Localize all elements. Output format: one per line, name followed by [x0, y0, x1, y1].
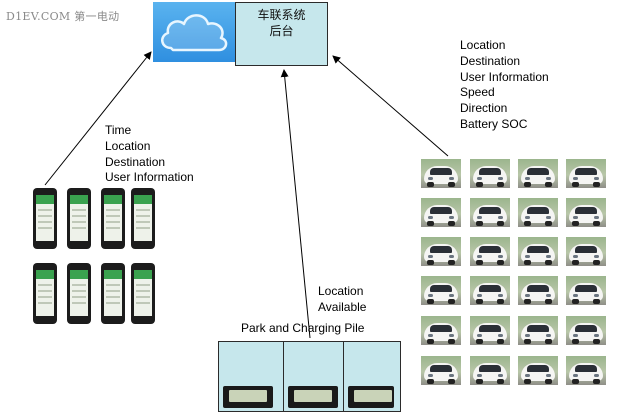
smartphone-icon	[33, 188, 57, 249]
charging-pile-cell	[344, 342, 400, 411]
car-icon	[421, 356, 461, 385]
charging-pile-cell	[284, 342, 343, 411]
car-icon	[470, 316, 510, 345]
car-icon	[518, 237, 558, 266]
cloud-image	[153, 2, 235, 62]
car-icon	[518, 159, 558, 188]
charging-pile-icon	[223, 386, 273, 408]
pile-label: Park and Charging Pile	[241, 321, 365, 335]
car-icon	[566, 316, 606, 345]
pile-info-location: Location	[318, 284, 364, 298]
smartphone-icon	[67, 263, 91, 324]
car-info-location: Location	[460, 38, 506, 52]
car-icon	[566, 356, 606, 385]
car-icon	[421, 237, 461, 266]
car-icon	[518, 198, 558, 227]
arrow-cars-to-server	[332, 55, 449, 157]
car-icon	[470, 237, 510, 266]
pile-info-list: Location Available	[318, 284, 366, 316]
car-icon	[518, 316, 558, 345]
car-info-direction: Direction	[460, 101, 508, 116]
watermark: D1EV.COM 第一电动	[6, 10, 120, 23]
arrow-phones-to-cloud	[44, 51, 152, 186]
smartphone-icon	[101, 188, 125, 249]
charging-pile-box	[218, 341, 401, 412]
arrow-pile-to-server	[280, 69, 311, 339]
cloud-icon	[161, 14, 228, 52]
car-icon	[566, 237, 606, 266]
car-icon	[421, 159, 461, 188]
car-icon	[421, 198, 461, 227]
car-icon	[518, 276, 558, 305]
car-icon	[518, 356, 558, 385]
phone-info-list: Time Location Destination User Informati…	[105, 123, 194, 186]
car-icon	[470, 198, 510, 227]
car-icon	[470, 159, 510, 188]
backend-title-line1: 车联系统	[257, 8, 306, 22]
smartphone-icon	[101, 263, 125, 324]
car-icon	[566, 159, 606, 188]
pile-divider	[283, 342, 284, 411]
car-icon	[470, 356, 510, 385]
car-icon	[421, 316, 461, 345]
car-icon	[566, 198, 606, 227]
car-icon	[470, 276, 510, 305]
car-info-battery-soc: Battery SOC	[460, 116, 528, 131]
charging-pile-icon	[288, 386, 338, 408]
charging-pile-icon	[348, 386, 394, 408]
phone-info-location: Location	[105, 138, 151, 153]
smartphone-icon	[131, 263, 155, 324]
car-icon	[566, 276, 606, 305]
phone-info-destination: Destination	[105, 154, 166, 169]
car-info-list: Location Destination User Information Sp…	[460, 38, 549, 133]
backend-title-line2: 后台	[269, 24, 294, 38]
smartphone-icon	[33, 263, 57, 324]
smartphone-icon	[67, 188, 91, 249]
car-icon	[421, 276, 461, 305]
car-info-user-information: User Information	[460, 69, 549, 84]
phone-info-time: Time	[105, 123, 132, 137]
pile-info-available: Available	[318, 299, 367, 314]
car-info-speed: Speed	[460, 85, 495, 100]
car-info-destination: Destination	[460, 53, 521, 68]
pile-divider	[343, 342, 344, 411]
backend-server-box: 车联系统 后台	[235, 2, 328, 66]
smartphone-icon	[131, 188, 155, 249]
charging-pile-cell	[219, 342, 283, 411]
phone-info-user-information: User Information	[105, 170, 194, 185]
